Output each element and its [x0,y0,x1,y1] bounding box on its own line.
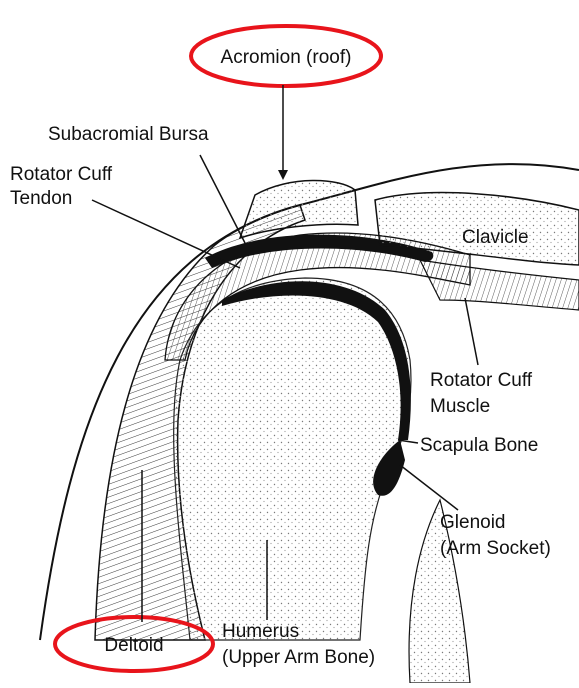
label-humerus-line2: (Upper Arm Bone) [222,647,375,668]
label-clavicle: Clavicle [462,227,529,248]
cuff-tendon-leader [92,200,240,268]
acromion-arrowhead [278,170,288,180]
bursa-leader [200,155,245,243]
label-rotator-cuff-muscle-line1: Rotator Cuff [430,370,533,391]
rotator-cuff-muscle [420,260,579,310]
label-rotator-cuff-tendon-line2: Tendon [10,188,72,209]
glenoid-leader [400,465,458,510]
label-rotator-cuff-tendon-line1: Rotator Cuff [10,164,113,185]
label-subacromial-bursa: Subacromial Bursa [48,124,209,145]
label-glenoid-line1: Glenoid [440,512,506,533]
cuff-muscle-leader [465,298,478,365]
label-acromion: Acromion (roof) [221,47,352,68]
label-glenoid-line2: (Arm Socket) [440,538,551,559]
humerus-bone [174,278,411,640]
label-deltoid: Deltoid [104,635,163,656]
label-humerus-line1: Humerus [222,621,299,642]
label-scapula-bone: Scapula Bone [420,435,538,456]
label-rotator-cuff-muscle-line2: Muscle [430,396,490,417]
acromion-bone [240,180,358,238]
